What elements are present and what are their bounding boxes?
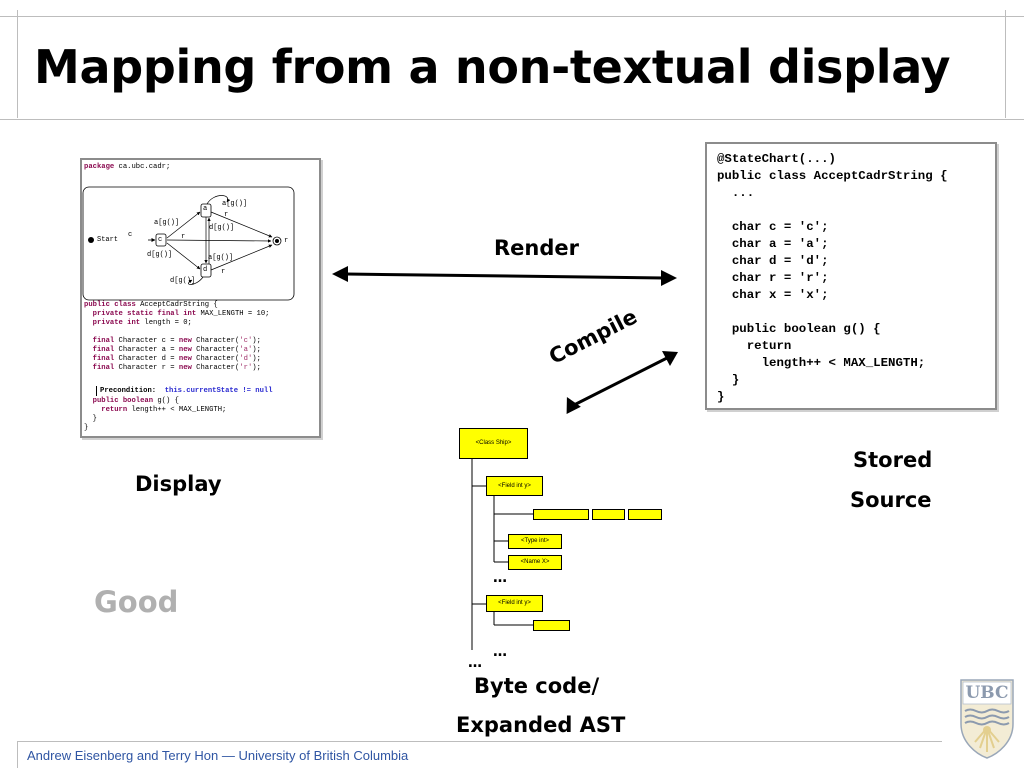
slide-title: Mapping from a non-textual display — [34, 40, 951, 94]
statechart-diagram — [82, 186, 295, 301]
initial-state-dot — [88, 237, 94, 243]
ast-node-field-2: <Field int y> — [486, 595, 543, 612]
ast-node-leaf-2 — [592, 509, 625, 520]
edge-label-dg-top: d[g()] — [209, 224, 235, 232]
display-thumbnail: package ca.ubc.cadr; Start c c a d r a[g… — [80, 158, 321, 438]
state-c — [155, 233, 167, 247]
ast-node-type-int: <Type int> — [508, 534, 562, 549]
state-label-start: Start — [97, 236, 119, 244]
ubc-logo-text: UBC — [965, 683, 1009, 703]
frame-rule-left — [17, 10, 18, 118]
edge-label-ag-bottom: a[g()] — [208, 254, 234, 262]
frame-rule-top — [0, 16, 1024, 17]
ubc-logo: UBC — [958, 678, 1016, 760]
ast-node-class-ship: <Class Ship> — [459, 428, 528, 459]
compile-arrow — [566, 351, 678, 414]
edge-label-dg-left: d[g()] — [147, 251, 173, 259]
good-label: Good — [94, 585, 179, 619]
edge-label-r-mid: r — [181, 233, 186, 241]
state-label-d: d — [203, 266, 208, 274]
stored-label-line1: Stored — [853, 448, 933, 472]
display-label: Display — [135, 472, 222, 496]
thumb-package-line: package ca.ubc.cadr; — [84, 163, 171, 171]
footer-credit: Andrew Eisenberg and Terry Hon — Univers… — [27, 748, 409, 763]
stored-label-line2: Source — [850, 488, 932, 512]
state-label-r: r — [284, 237, 289, 245]
state-d — [200, 263, 212, 278]
compile-label: Compile — [545, 304, 642, 369]
state-label-c: c — [158, 236, 163, 244]
footer-rule-left — [17, 741, 18, 768]
ast-ellipsis-1: … — [493, 570, 507, 586]
stored-source-code: @StateChart(...) public class AcceptCadr… — [717, 152, 948, 404]
title-underline — [0, 119, 1024, 120]
edge-label-r-top: r — [224, 211, 229, 219]
edge-label-ag-left: a[g()] — [154, 219, 180, 227]
ast-ellipsis-3: … — [468, 655, 482, 671]
ast-node-field-1: <Field int y> — [486, 476, 543, 496]
ast-ellipsis-2: … — [493, 644, 507, 660]
stored-source-code-box: @StateChart(...) public class AcceptCadr… — [705, 142, 997, 410]
footer-rule — [17, 741, 942, 742]
frame-rule-right — [1005, 10, 1006, 118]
ast-node-name-x: <Name X> — [508, 555, 562, 570]
ast-node-leaf-4 — [533, 620, 570, 631]
render-label: Render — [494, 236, 579, 260]
render-arrow — [332, 266, 677, 286]
edge-label-ag-top: a[g()] — [222, 200, 248, 208]
bytecode-label-line1: Byte code/ — [474, 674, 600, 698]
precondition-bar — [96, 386, 97, 396]
edge-label-r-bottom: r — [221, 268, 226, 276]
state-label-a: a — [203, 205, 208, 213]
edge-label-dg-bottom: d[g()] — [170, 277, 196, 285]
ast-node-leaf-3 — [628, 509, 662, 520]
bytecode-label-line2: Expanded AST — [456, 713, 626, 737]
edge-label-start-c: c — [128, 231, 133, 239]
ast-node-leaf-1 — [533, 509, 589, 520]
